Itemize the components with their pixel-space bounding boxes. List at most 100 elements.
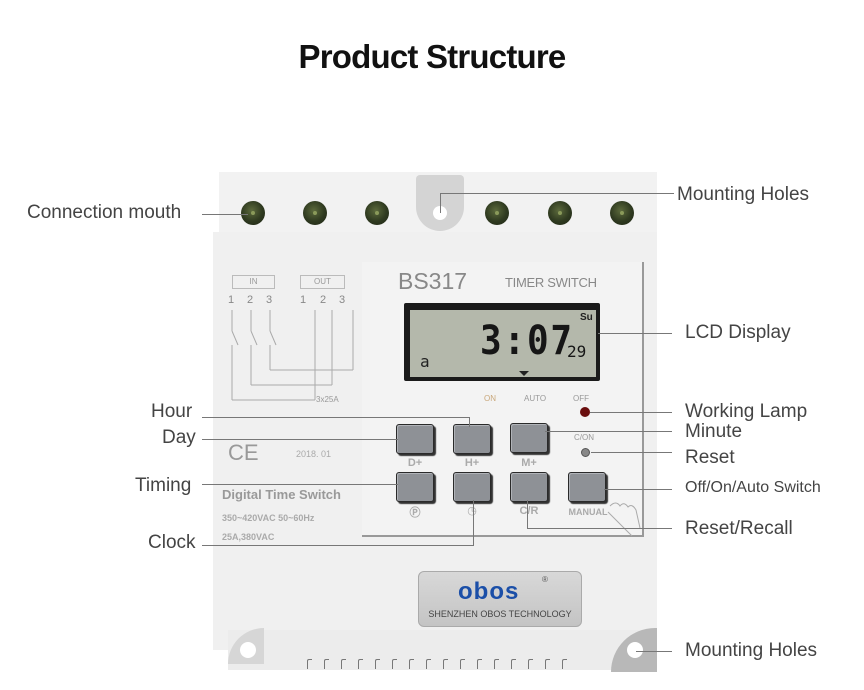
rating-label: 3x25A <box>316 395 339 404</box>
terminal-screw-icon <box>610 201 634 225</box>
callout-reset: Reset <box>685 447 735 468</box>
lcd-mode-digit: a <box>420 352 430 371</box>
terminal-screw-icon <box>548 201 572 225</box>
vent-slot <box>409 659 414 669</box>
mode-on-label: ON <box>484 394 496 403</box>
mounting-hole-icon <box>240 642 256 658</box>
vent-slot <box>562 659 567 669</box>
working-lamp-icon <box>580 407 590 417</box>
leader-line <box>636 651 672 652</box>
vent-slot <box>545 659 550 669</box>
brand-logo: obos <box>458 578 520 605</box>
registered-mark: ® <box>542 575 548 584</box>
wiring-schematic-icon <box>231 310 354 401</box>
callout-minute: Minute <box>685 421 743 442</box>
leader-line <box>202 214 248 215</box>
clock-icon: ◷ <box>467 505 477 517</box>
callout-mounting-holes-top: Mounting Holes <box>677 184 810 205</box>
hour-plus-label: H+ <box>464 457 480 469</box>
vent-slot <box>341 659 346 669</box>
lcd-display <box>410 310 596 377</box>
leader-line <box>202 545 474 546</box>
page-title: Product Structure <box>298 38 567 75</box>
leader-line <box>202 417 470 418</box>
out-label: OUT <box>300 275 345 289</box>
minute-plus-button[interactable] <box>510 423 548 453</box>
spec-current: 25A,380VAC <box>222 532 275 542</box>
terminal-screw-icon <box>485 201 509 225</box>
vent-slot <box>307 659 312 669</box>
program-icon: Ⓟ <box>409 507 421 519</box>
callout-hour: Hour <box>151 401 193 422</box>
model-subtitle: TIMER SWITCH <box>505 275 597 290</box>
timing-program-button[interactable] <box>396 472 434 502</box>
out-terminal-number: 3 <box>339 294 346 306</box>
callout-clock: Clock <box>148 532 196 553</box>
leader-line <box>527 500 528 528</box>
product-name: Digital Time Switch <box>222 487 341 502</box>
leader-line <box>440 193 441 213</box>
spec-voltage: 350~420VAC 50~60Hz <box>222 513 315 523</box>
mounting-hole-icon <box>627 642 643 658</box>
callout-lcd-display: LCD Display <box>685 322 791 343</box>
in-terminal-number: 1 <box>228 294 235 306</box>
hand-press-icon <box>607 502 641 537</box>
callout-reset-recall: Reset/Recall <box>685 518 793 539</box>
vent-slot <box>358 659 363 669</box>
vent-slot <box>426 659 431 669</box>
ce-mark: CE <box>228 440 259 465</box>
model-number: BS317 <box>398 268 468 294</box>
leader-line <box>598 333 672 334</box>
mode-off-label: OFF <box>573 394 589 403</box>
device-base <box>228 630 642 670</box>
manual-switch-button[interactable] <box>568 472 606 502</box>
minute-plus-label: M+ <box>521 457 537 469</box>
out-terminal-number: 2 <box>320 294 327 306</box>
in-terminal-number: 2 <box>247 294 254 306</box>
out-terminal-number: 1 <box>300 294 307 306</box>
callout-day: Day <box>162 427 196 448</box>
vent-slot <box>460 659 465 669</box>
reset-label: C/ON <box>574 433 594 442</box>
mounting-hole-icon <box>433 206 447 220</box>
brand-plate <box>418 571 582 627</box>
leader-line <box>591 452 672 453</box>
hour-plus-button[interactable] <box>453 424 491 454</box>
leader-line <box>545 431 672 432</box>
leader-line <box>469 417 470 427</box>
lcd-time: 3:07 <box>480 318 574 364</box>
vent-slot <box>392 659 397 669</box>
vent-slot <box>375 659 380 669</box>
vent-slot <box>477 659 482 669</box>
terminal-screw-icon <box>365 201 389 225</box>
vent-slot <box>494 659 499 669</box>
day-plus-button[interactable] <box>396 424 434 454</box>
callout-connection-mouth: Connection mouth <box>27 202 182 223</box>
leader-line <box>202 484 398 485</box>
terminal-screw-icon <box>241 201 265 225</box>
date-code: 2018. 01 <box>296 449 332 459</box>
leader-line <box>604 489 672 490</box>
lcd-seconds: 29 <box>567 342 587 361</box>
callout-off-on-auto-switch: Off/On/Auto Switch <box>685 479 821 496</box>
reset-button[interactable] <box>581 448 590 457</box>
callout-mounting-holes-bottom: Mounting Holes <box>685 640 818 661</box>
vent-slot <box>528 659 533 669</box>
clock-button[interactable] <box>453 472 491 502</box>
leader-line <box>440 193 674 194</box>
manual-label: MANUAL <box>568 507 608 517</box>
vent-slot <box>511 659 516 669</box>
leader-line <box>473 500 474 545</box>
vent-slot <box>443 659 448 669</box>
callout-working-lamp: Working Lamp <box>685 401 808 422</box>
mode-auto-label: AUTO <box>524 394 547 403</box>
lcd-pointer-icon <box>519 371 529 376</box>
terminal-screw-icon <box>303 201 327 225</box>
day-plus-label: D+ <box>407 457 423 469</box>
reset-recall-button[interactable] <box>510 472 548 502</box>
leader-line <box>527 528 672 529</box>
callout-timing: Timing <box>135 475 192 496</box>
brand-company: SHENZHEN OBOS TECHNOLOGY <box>428 609 572 619</box>
in-terminal-number: 3 <box>266 294 273 306</box>
in-label: IN <box>232 275 275 289</box>
